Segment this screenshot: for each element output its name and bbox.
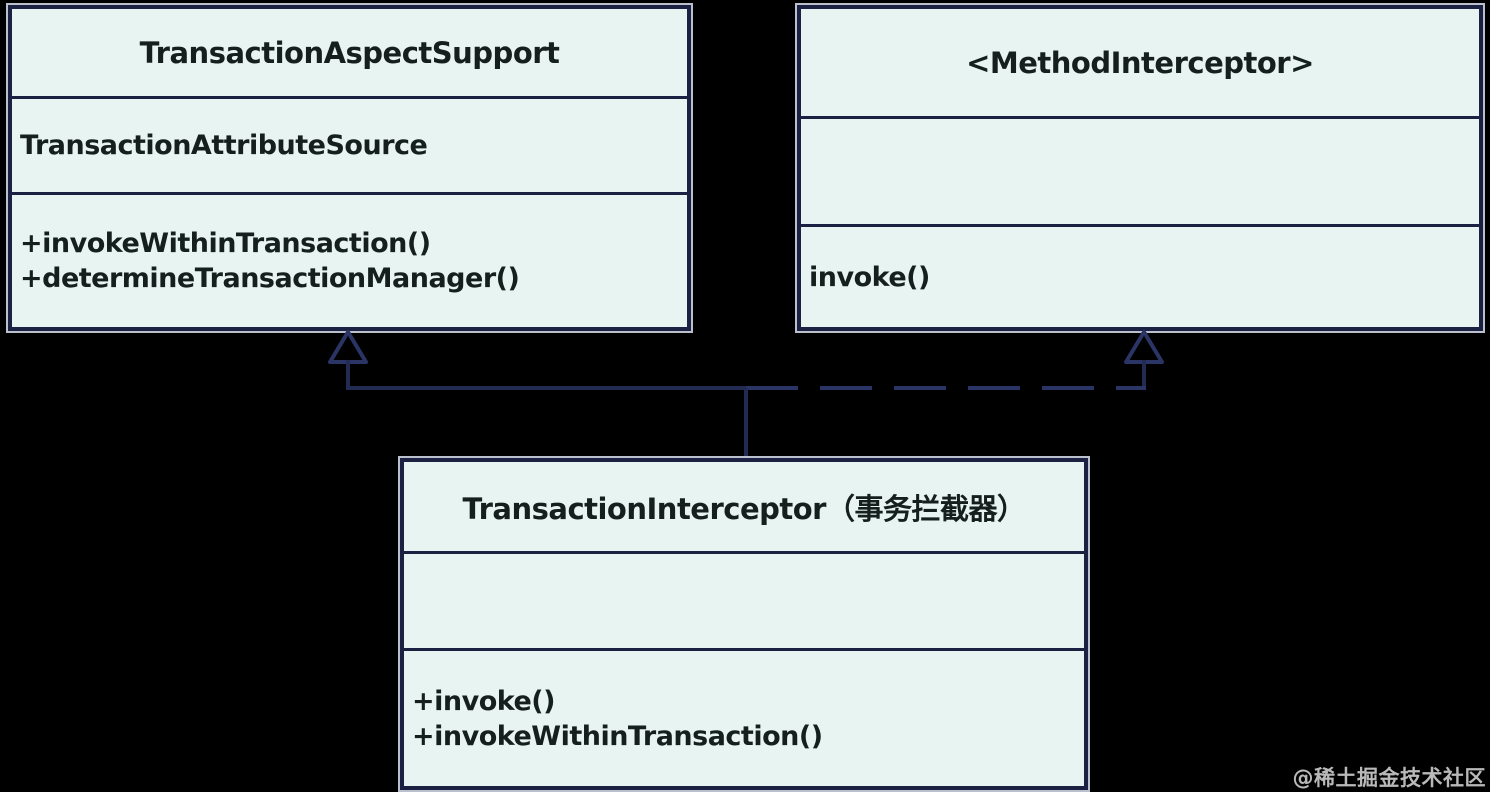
class-box-method-interceptor: <MethodInterceptor> invoke() xyxy=(795,3,1485,333)
divider xyxy=(801,224,1479,227)
divider xyxy=(12,96,687,99)
generalization-line-horizontal xyxy=(346,386,746,390)
realization-line-dashed-horizontal xyxy=(746,386,1146,390)
class-box-transaction-aspect-support: TransactionAspectSupport TransactionAttr… xyxy=(6,3,693,333)
divider xyxy=(12,192,687,195)
class-title: <MethodInterceptor> xyxy=(966,45,1314,80)
class-title: TransactionInterceptor（事务拦截器） xyxy=(462,491,1026,526)
class-method: +invoke() xyxy=(412,685,555,717)
class-method: invoke() xyxy=(809,261,930,293)
class-method: +determineTransactionManager() xyxy=(20,263,520,294)
class-methods-section: invoke() xyxy=(801,227,1479,327)
divider xyxy=(404,648,1084,651)
connector-stem-vertical xyxy=(744,388,748,458)
generalization-line-vertical xyxy=(346,360,350,388)
class-methods-section: +invoke() +invokeWithinTransaction() xyxy=(404,651,1084,786)
class-attributes-section xyxy=(404,554,1084,648)
class-title: TransactionAspectSupport xyxy=(139,35,560,70)
class-box-transaction-interceptor: TransactionInterceptor（事务拦截器） +invoke() … xyxy=(398,456,1090,792)
class-attributes-section: TransactionAttributeSource xyxy=(12,99,687,192)
divider xyxy=(404,551,1084,554)
realization-line-vertical xyxy=(1142,360,1146,388)
class-attributes-section xyxy=(801,119,1479,224)
class-methods-section: +invokeWithinTransaction() +determineTra… xyxy=(12,195,687,327)
divider xyxy=(801,116,1479,119)
class-method: +invokeWithinTransaction() xyxy=(20,228,431,259)
realization-hollow-triangle-icon xyxy=(1124,330,1164,364)
generalization-hollow-triangle-icon xyxy=(328,330,368,364)
class-attribute: TransactionAttributeSource xyxy=(20,130,428,161)
watermark-text: @稀土掘金技术社区 xyxy=(1292,766,1486,790)
class-method: +invokeWithinTransaction() xyxy=(412,720,823,752)
